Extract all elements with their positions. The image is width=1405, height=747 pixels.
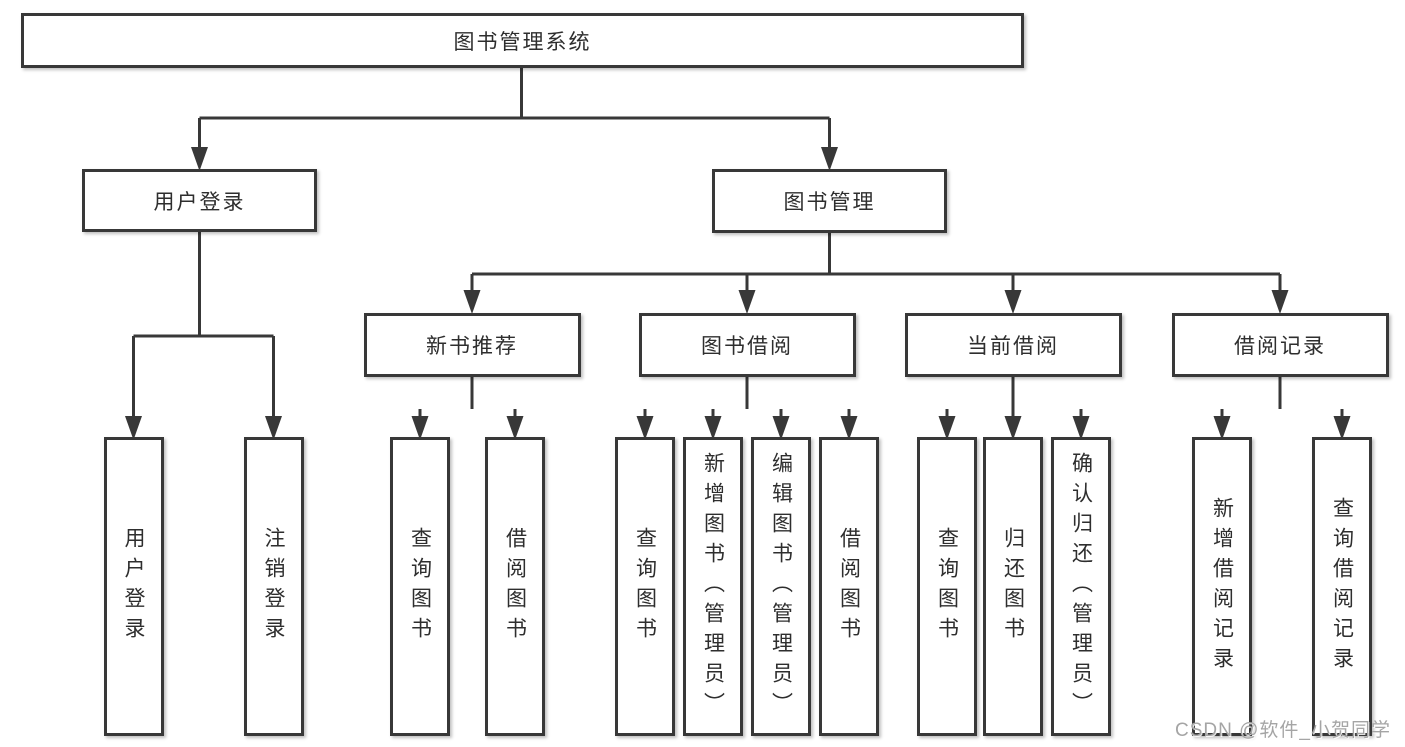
node-current-borrowing: 当前借阅 <box>904 313 1122 377</box>
leaf-user-login: 用户登录 <box>103 437 164 736</box>
tree-edges <box>132 68 1344 420</box>
arrowhead-icon <box>1271 290 1289 314</box>
arrowhead-icon <box>125 416 142 440</box>
leaf-label: 借阅图书 <box>837 526 861 647</box>
node-borrow-records: 借阅记录 <box>1171 313 1389 377</box>
leaf-label: 归还图书 <box>1001 526 1025 647</box>
leaf-borrowing-add-books-admin: 新增图书（管理员） <box>683 437 743 736</box>
leaf-records-query-record: 查询借阅记录 <box>1312 437 1372 736</box>
arrowhead-icon <box>704 416 722 440</box>
leaf-newbook-query-books: 查询图书 <box>390 437 450 736</box>
leaf-label: 注销登录 <box>262 526 285 647</box>
arrowhead-icon <box>506 416 524 440</box>
leaf-logout: 注销登录 <box>243 437 304 736</box>
leaf-label: 查询图书 <box>408 526 432 647</box>
node-user-login: 用户登录 <box>82 169 317 232</box>
arrowhead-icon <box>1004 290 1022 314</box>
node-book-borrowing: 图书借阅 <box>638 313 856 377</box>
leaf-borrowing-borrow-books: 借阅图书 <box>819 437 879 736</box>
arrowhead-icon <box>738 290 756 314</box>
leaf-label: 用户登录 <box>122 526 145 647</box>
arrowhead-icon <box>821 147 838 171</box>
arrowhead-icon <box>191 147 208 171</box>
arrowhead-icon <box>411 416 429 440</box>
arrowhead-icon <box>840 416 858 440</box>
node-library-system: 图书管理系统 <box>21 13 1024 68</box>
leaf-borrowing-edit-books-admin: 编辑图书（管理员） <box>751 437 811 736</box>
leaf-label: 新增借阅记录 <box>1210 496 1234 677</box>
arrowhead-icon <box>1333 416 1351 440</box>
arrowhead-icon <box>1072 416 1090 440</box>
leaf-borrowing-query-books: 查询图书 <box>615 437 675 736</box>
leaf-label: 借阅图书 <box>503 526 527 647</box>
leaf-label: 编辑图书（管理员） <box>769 451 793 722</box>
leaf-current-confirm-return-admin: 确认归还（管理员） <box>1051 437 1111 736</box>
leaf-current-query-books: 查询图书 <box>917 437 977 736</box>
node-new-book-recommend: 新书推荐 <box>363 313 581 377</box>
leaf-newbook-borrow-books: 借阅图书 <box>485 437 545 736</box>
leaf-label: 查询借阅记录 <box>1330 496 1354 677</box>
arrowhead-icon <box>463 290 481 314</box>
arrowhead-icon <box>265 416 282 440</box>
node-book-management: 图书管理 <box>712 169 947 233</box>
leaf-label: 确认归还（管理员） <box>1069 451 1093 722</box>
leaf-label: 查询图书 <box>935 526 959 647</box>
arrowhead-icon <box>772 416 790 440</box>
leaf-current-return-books: 归还图书 <box>983 437 1043 736</box>
arrowhead-icon <box>636 416 654 440</box>
arrowhead-icon <box>1213 416 1231 440</box>
watermark-csdn: CSDN @软件_小贺同学 <box>1175 720 1391 741</box>
leaf-label: 查询图书 <box>633 526 657 647</box>
leaf-records-add-record: 新增借阅记录 <box>1192 437 1252 736</box>
arrowhead-icon <box>938 416 956 440</box>
leaf-label: 新增图书（管理员） <box>701 451 725 722</box>
arrowhead-icon <box>1004 416 1022 440</box>
